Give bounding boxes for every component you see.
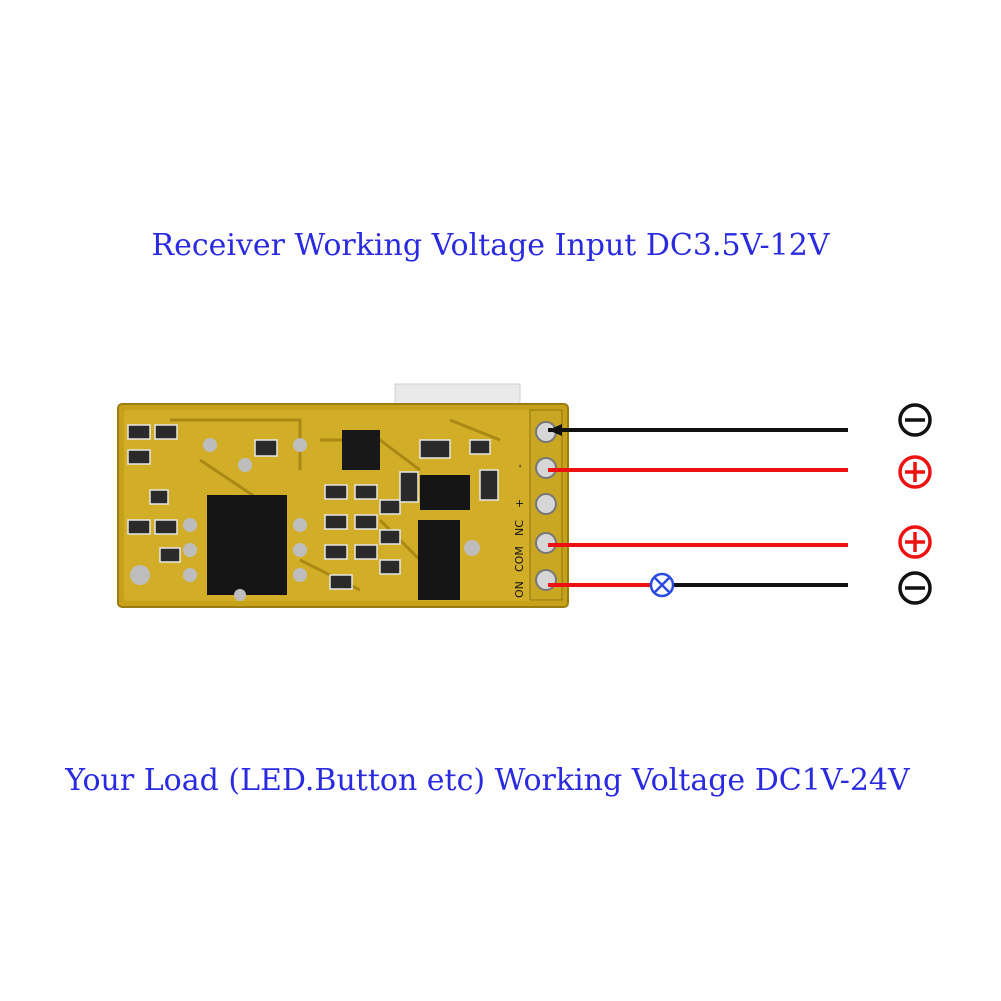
positive-symbol-icon xyxy=(898,455,932,489)
terminal-label-minus: - xyxy=(513,464,526,468)
input-voltage-caption: Receiver Working Voltage Input DC3.5V-12… xyxy=(151,228,830,263)
small-ic xyxy=(342,430,380,470)
load-voltage-caption: Your Load (LED.Button etc) Working Volta… xyxy=(65,763,910,798)
terminal-label-com: COM xyxy=(513,546,526,572)
negative-symbol-icon xyxy=(898,403,932,437)
ic-chip-left xyxy=(207,495,287,595)
terminal-label-plus: + xyxy=(513,499,526,508)
transistor xyxy=(420,475,470,510)
negative-symbol-icon xyxy=(898,571,932,605)
lamp-icon xyxy=(649,572,675,598)
terminal-label-on: ON xyxy=(513,581,526,598)
ic-chip-right xyxy=(418,520,460,600)
terminal-label-nc: NC xyxy=(513,520,526,536)
positive-symbol-icon xyxy=(898,525,932,559)
receiver-pcb: ON COM NC + - xyxy=(117,403,569,608)
arrow-head xyxy=(548,424,562,436)
